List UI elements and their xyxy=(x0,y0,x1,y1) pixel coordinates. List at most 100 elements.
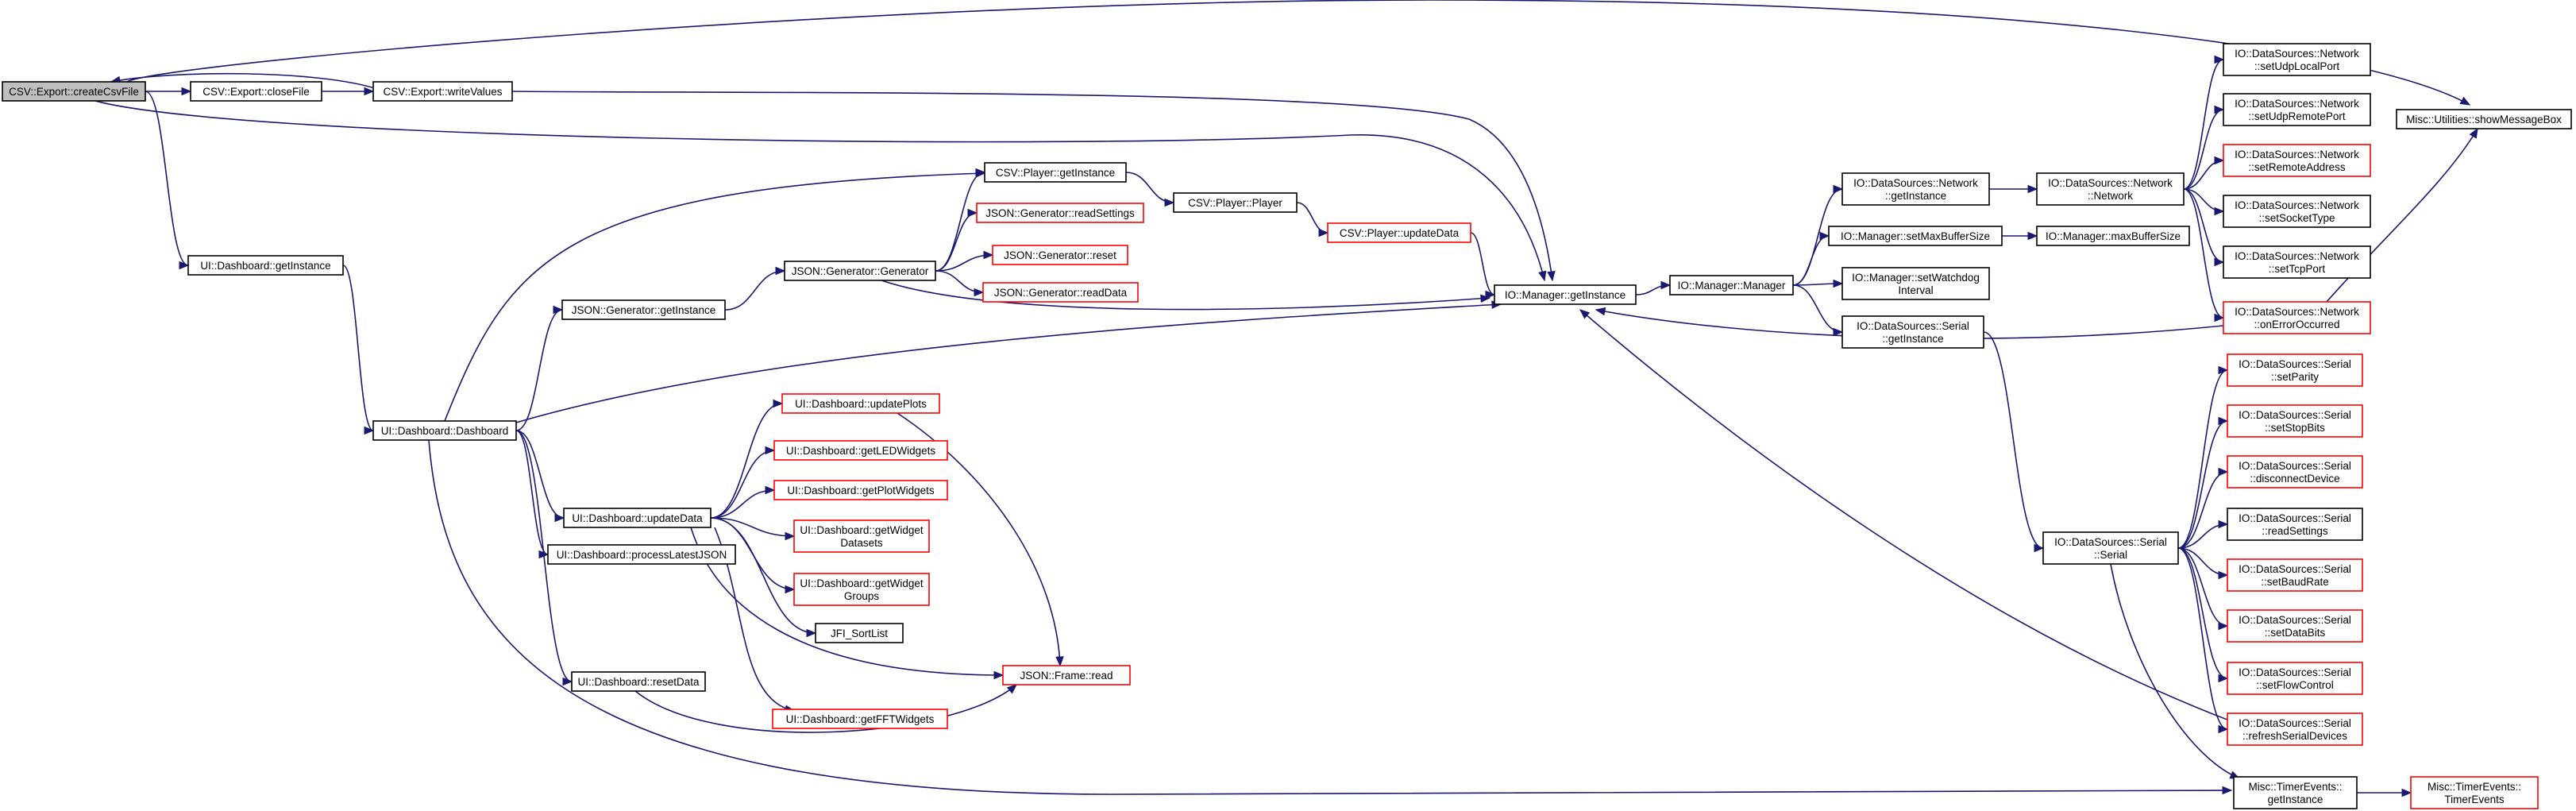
node-serialReadSettings[interactable]: IO::DataSources::Serial::readSettings xyxy=(2227,508,2363,541)
node-box xyxy=(2233,776,2358,809)
node-playerGetInstance[interactable]: CSV::Player::getInstance xyxy=(984,162,1127,183)
node-label: IO::DataSources::Network xyxy=(1853,177,1978,189)
node-label: Datasets xyxy=(840,537,883,549)
node-jsonGenerator[interactable]: JSON::Generator::Generator xyxy=(784,261,936,281)
arrowhead xyxy=(2218,724,2229,734)
edge-timerGetInstance-to-timerEvents xyxy=(2357,788,2412,797)
edge-dashUpdateData-to-dashGetPlot xyxy=(710,485,776,519)
edge-line xyxy=(2177,547,2228,679)
node-label: Misc::Utilities::showMessageBox xyxy=(2406,114,2562,126)
arrowhead xyxy=(2218,621,2229,631)
node-dashUpdatePlots[interactable]: UI::Dashboard::updatePlots xyxy=(781,393,940,414)
node-dashboard[interactable]: UI::Dashboard::Dashboard xyxy=(372,420,517,441)
node-serialDisconnect[interactable]: IO::DataSources::Serial::disconnectDevic… xyxy=(2227,455,2363,489)
node-label: CSV::Player::getInstance xyxy=(996,167,1115,179)
node-label: ::setParity xyxy=(2271,371,2319,383)
node-box xyxy=(2036,172,2185,206)
arrowhead xyxy=(1579,309,1591,319)
edge-serial-to-serialRefresh xyxy=(2177,547,2229,734)
node-timerEvents[interactable]: Misc::TimerEvents::TimerEvents xyxy=(2410,776,2539,809)
arrowhead xyxy=(364,426,375,435)
node-box xyxy=(1327,222,1471,243)
edge-ioManager-to-setWatchdog xyxy=(1792,279,1844,288)
node-label: IO::DataSources::Network xyxy=(2235,199,2359,211)
node-label: ::setTcpPort xyxy=(2269,263,2326,275)
node-serialSetDataBits[interactable]: IO::DataSources::Serial::setDataBits xyxy=(2227,609,2363,643)
edge-line xyxy=(2183,59,2224,190)
node-label: CSV::Player::Player xyxy=(1188,197,1282,209)
node-onErrorOccurred[interactable]: IO::DataSources::Network::onErrorOccurre… xyxy=(2223,301,2371,334)
edge-network-to-setRemoteAddress xyxy=(2183,156,2225,190)
node-playerUpdateData[interactable]: CSV::Player::updateData xyxy=(1327,222,1471,243)
edge-serialGetInstance-to-serial xyxy=(1983,331,2045,553)
edge-line xyxy=(881,280,1490,311)
node-jsonReadSettings[interactable]: JSON::Generator::readSettings xyxy=(976,203,1144,223)
node-dashGetLED[interactable]: UI::Dashboard::getLEDWidgets xyxy=(773,440,948,461)
node-dashGetFFT[interactable]: UI::Dashboard::getFFTWidgets xyxy=(772,709,948,729)
node-setUdpLocalPort[interactable]: IO::DataSources::Network::setUdpLocalPor… xyxy=(2223,43,2371,76)
edge-line xyxy=(1296,202,1328,234)
arrowhead xyxy=(1819,231,1830,241)
node-ioGetInstance[interactable]: IO::Manager::getInstance xyxy=(1494,284,1637,305)
node-closeFile[interactable]: CSV::Export::closeFile xyxy=(190,81,322,102)
arrowhead xyxy=(2027,231,2038,241)
edge-dashUpdateData-to-dashUpdatePlots xyxy=(710,399,784,519)
node-serialSetFlowControl[interactable]: IO::DataSources::Serial::setFlowControl xyxy=(2227,662,2363,695)
node-setUdpRemotePort[interactable]: IO::DataSources::Network::setUdpRemotePo… xyxy=(2223,93,2371,126)
node-dashProcessJSON[interactable]: UI::Dashboard::processLatestJSON xyxy=(547,544,736,565)
node-jsonReadData[interactable]: JSON::Generator::readData xyxy=(982,282,1139,303)
arrowhead xyxy=(1660,280,1672,290)
node-serialSetStopBits[interactable]: IO::DataSources::Serial::setStopBits xyxy=(2227,404,2363,438)
node-csvPlayer[interactable]: CSV::Player::Player xyxy=(1173,192,1298,213)
arrowhead xyxy=(1833,327,1844,337)
edge-netGetInstance-to-network xyxy=(1988,184,2038,194)
edge-line xyxy=(1792,235,1830,286)
node-frameRead[interactable]: JSON::Frame::read xyxy=(1002,665,1131,685)
node-dashResetData[interactable]: UI::Dashboard::resetData xyxy=(571,671,706,692)
node-dashUpdateData[interactable]: UI::Dashboard::updateData xyxy=(563,508,711,528)
node-serial[interactable]: IO::DataSources::Serial::Serial xyxy=(2042,531,2179,565)
node-dashGetPlot[interactable]: UI::Dashboard::getPlotWidgets xyxy=(773,480,948,500)
node-setSocketType[interactable]: IO::DataSources::Network::setSocketType xyxy=(2223,195,2371,228)
edge-serial-to-serialSetParity xyxy=(2177,365,2229,549)
node-network[interactable]: IO::DataSources::Network::Network xyxy=(2036,172,2185,206)
node-label: CSV::Export::writeValues xyxy=(383,86,502,98)
node-timerGetInstance[interactable]: Misc::TimerEvents::getInstance xyxy=(2233,776,2358,809)
node-label: JSON::Generator::Generator xyxy=(792,265,929,277)
node-serialSetParity[interactable]: IO::DataSources::Serial::setParity xyxy=(2227,353,2363,387)
node-setRemoteAddress[interactable]: IO::DataSources::Network::setRemoteAddre… xyxy=(2223,144,2371,177)
node-serialSetBaudRate[interactable]: IO::DataSources::Serial::setBaudRate xyxy=(2227,558,2363,592)
node-ioManager[interactable]: IO::Manager::Manager xyxy=(1669,275,1794,295)
node-setMaxBufferSize[interactable]: IO::Manager::setMaxBufferSize xyxy=(1828,226,2003,246)
node-label: ::getInstance xyxy=(1885,190,1946,202)
node-label: ::refreshSerialDevices xyxy=(2242,730,2347,742)
node-setTcpPort[interactable]: IO::DataSources::Network::setTcpPort xyxy=(2223,245,2371,279)
node-maxBufferSize[interactable]: IO::Manager::maxBufferSize xyxy=(2036,226,2190,246)
node-createCsvFile[interactable]: CSV::Export::createCsvFile xyxy=(2,81,146,102)
edge-dashResetData-to-frameRead xyxy=(634,684,1018,733)
node-dashGetInstance[interactable]: UI::Dashboard::getInstance xyxy=(187,255,344,276)
node-showMessageBox[interactable]: Misc::Utilities::showMessageBox xyxy=(2396,109,2572,129)
node-box xyxy=(571,671,706,692)
node-writeValues[interactable]: CSV::Export::writeValues xyxy=(372,81,513,102)
node-box xyxy=(1841,267,1990,300)
node-box xyxy=(781,393,940,414)
edge-dashboard-to-playerGetInstance xyxy=(444,169,986,422)
node-jflSortList[interactable]: JFI_SortList xyxy=(815,623,904,643)
node-netGetInstance[interactable]: IO::DataSources::Network::getInstance xyxy=(1841,172,1990,206)
node-serialGetInstance[interactable]: IO::DataSources::Serial::getInstance xyxy=(1841,315,1984,349)
node-box xyxy=(793,573,930,606)
node-jsonReset[interactable]: JSON::Generator::reset xyxy=(992,245,1128,265)
node-serialRefresh[interactable]: IO::DataSources::Serial::refreshSerialDe… xyxy=(2227,713,2363,746)
node-box xyxy=(815,623,904,643)
node-box xyxy=(976,203,1144,223)
edge-dashboard-to-dashUpdateData xyxy=(515,430,565,523)
node-jsonGenGetInstance[interactable]: JSON::Generator::getInstance xyxy=(561,299,726,320)
edge-line xyxy=(2177,420,2228,549)
node-label: getInstance xyxy=(2268,794,2323,805)
node-label: IO::DataSources::Network xyxy=(2235,48,2359,60)
edge-line xyxy=(511,91,1553,281)
